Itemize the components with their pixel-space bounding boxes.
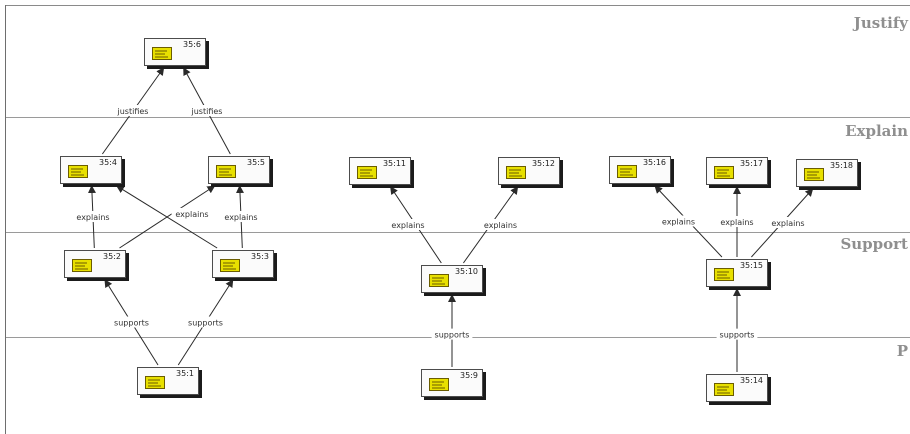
edge-label-bg [220,211,262,222]
edge-label-bg [184,105,230,116]
quotation-node-35-9[interactable]: 35:9 [421,369,483,397]
edge-label-bg [480,219,521,230]
node-id-label: 35:2 [103,252,121,261]
edge-label-35_1-to-35_2: supports [114,319,149,328]
quotation-document-icon [804,168,824,181]
band-label-p: P [896,342,908,360]
quotation-document-icon [429,378,449,391]
edge-label-35_15-to-35_18: explains [771,219,804,228]
band-label-explain: Explain [845,122,908,140]
node-id-label: 35:11 [382,159,406,168]
edge-label-35_3-to-35_4: explains [175,210,208,219]
band-label-justify: Justify [853,14,908,32]
quotation-node-35-16[interactable]: 35:16 [609,156,671,184]
edge-label-35_15-to-35_16: explains [662,218,695,227]
node-id-label: 35:10 [454,267,478,276]
frame-left-border [5,5,6,434]
quotation-node-35-10[interactable]: 35:10 [421,265,483,293]
quotation-document-icon [429,274,449,287]
edge-label-35_10-to-35_12: explains [484,221,517,230]
quotation-node-35-4[interactable]: 35:4 [60,156,122,184]
edge-label-bg [767,217,809,228]
edge-label-bg [716,216,758,227]
edge-label-35_2-to-35_4: explains [76,213,109,222]
quotation-node-35-6[interactable]: 35:6 [144,38,206,66]
quotation-document-icon [68,165,88,178]
quotation-document-icon [714,383,734,396]
node-id-label: 35:3 [251,252,269,261]
quotation-node-35-1[interactable]: 35:1 [137,367,199,395]
band-divider-explain-support [6,232,910,233]
edge-arrow-35_3-to-35_4 [116,185,218,249]
edge-label-bg [431,328,473,340]
edge-label-35_1-to-35_3: supports [188,319,223,328]
node-id-label: 35:9 [460,371,478,380]
quotation-document-icon [220,259,240,272]
node-id-label: 35:4 [99,158,117,167]
edge-label-bg [387,219,429,230]
quotation-document-icon [714,268,734,281]
quotation-document-icon [145,376,165,389]
node-id-label: 35:18 [829,161,853,170]
edge-label-35_10-to-35_11: explains [391,221,424,230]
node-id-label: 35:16 [642,158,666,167]
quotation-node-35-15[interactable]: 35:15 [706,259,768,287]
node-id-label: 35:14 [739,376,763,385]
edge-label-35_9-to-35_10: supports [435,331,470,340]
band-label-support: Support [840,235,908,253]
edge-label-bg [171,207,213,219]
edge-label-35_4-to-35_6: justifies [117,107,149,116]
quotation-node-35-18[interactable]: 35:18 [796,159,858,187]
node-id-label: 35:17 [739,159,763,168]
edge-label-bg [716,328,758,340]
node-id-label: 35:5 [247,158,265,167]
quotation-document-icon [152,47,172,60]
quotation-document-icon [617,165,637,178]
edge-label-bg [658,215,699,227]
edge-label-35_5-to-35_6: justifies [191,107,223,116]
quotation-node-35-2[interactable]: 35:2 [64,250,126,278]
edge-label-bg [185,316,226,328]
node-id-label: 35:1 [176,369,194,378]
quotation-document-icon [72,259,92,272]
quotation-node-35-12[interactable]: 35:12 [498,157,560,185]
node-id-label: 35:15 [739,261,763,270]
quotation-node-35-14[interactable]: 35:14 [706,374,768,402]
node-id-label: 35:12 [531,159,555,168]
edge-label-35_15-to-35_17: explains [720,218,753,227]
node-id-label: 35:6 [183,40,201,49]
quotation-document-icon [216,165,236,178]
quotation-document-icon [714,166,734,179]
band-divider-justify-explain [6,117,910,118]
quotation-node-35-3[interactable]: 35:3 [212,250,274,278]
edge-label-35_14-to-35_15: supports [720,331,755,340]
edge-label-bg [72,211,114,222]
frame-top-border [5,5,910,6]
quotation-node-35-17[interactable]: 35:17 [706,157,768,185]
quotation-document-icon [357,166,377,179]
edge-label-bg [111,316,152,328]
edge-label-35_3-to-35_5: explains [224,213,257,222]
edge-label-bg [110,105,156,116]
quotation-document-icon [506,166,526,179]
quotation-node-35-11[interactable]: 35:11 [349,157,411,185]
quotation-node-35-5[interactable]: 35:5 [208,156,270,184]
